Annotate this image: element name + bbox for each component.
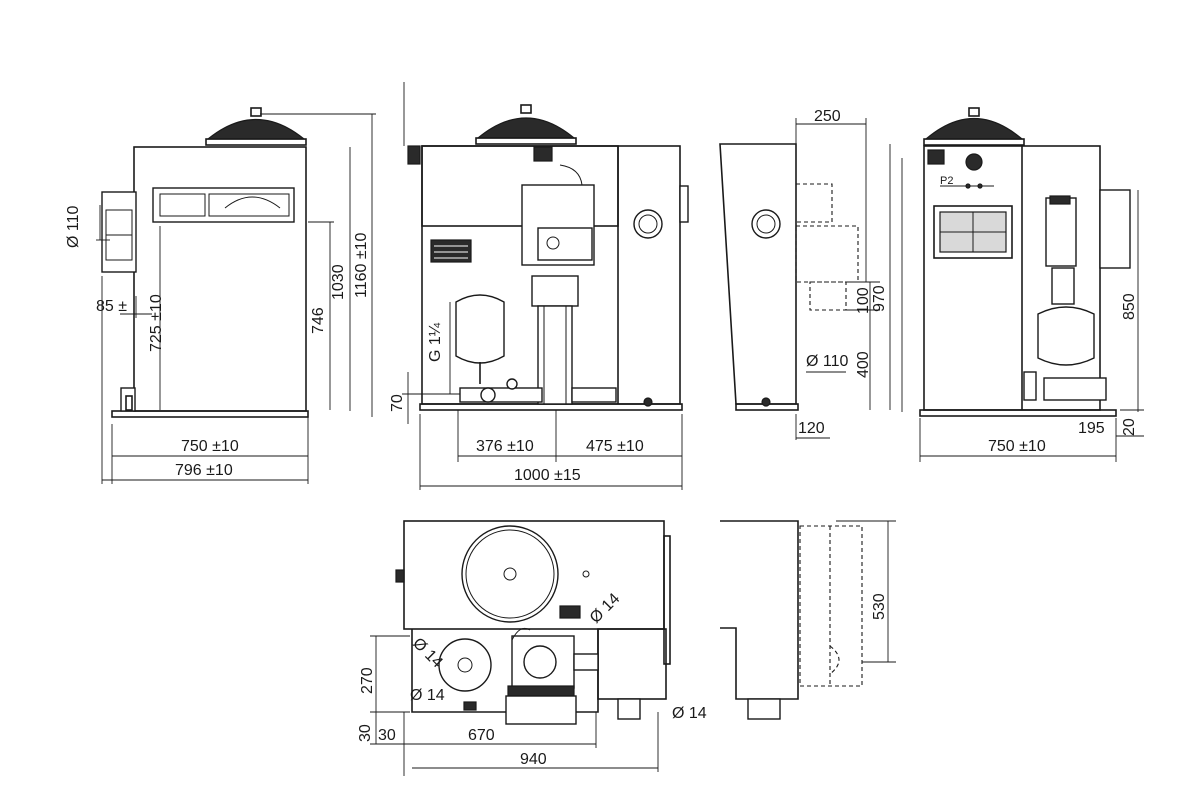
label-v1-85: 85 ±	[96, 298, 127, 315]
label-v4-850: 850	[1121, 293, 1138, 320]
view-top: 270 30 30 670 940 Ø 14 Ø 14 Ø 14 Ø 14	[357, 520, 707, 776]
label-v1-1160: 1160 ±10	[353, 232, 370, 298]
view-side-right: 250 100 Ø 110 400 970 120	[719, 108, 891, 440]
label-v4-195: 195	[1078, 420, 1105, 437]
label-t-d14c: Ø 14	[587, 590, 624, 627]
label-v4-p2: P2	[940, 175, 953, 187]
label-v1-725: 725 ±10	[148, 294, 165, 352]
label-t-d14d: Ø 14	[672, 705, 707, 722]
label-t-270: 270	[359, 667, 376, 694]
label-t-30b: 30	[378, 727, 396, 744]
label-v3-120: 120	[798, 420, 825, 437]
label-t-d14b: Ø 14	[410, 687, 445, 704]
label-v1-1030: 1030	[330, 264, 347, 300]
label-t-30a: 30	[357, 724, 374, 742]
label-v3-100: 100	[855, 287, 872, 314]
label-v2-475: 475 ±10	[586, 438, 644, 455]
label-v1-dia: Ø 110	[65, 206, 82, 249]
label-v2-70: 70	[389, 394, 406, 412]
label-v3-970: 970	[871, 285, 888, 312]
label-v1-796: 796 ±10	[175, 462, 233, 479]
view-rear: P2 850 750 ±10 195 20	[901, 107, 1144, 462]
label-v3-dia: Ø 110	[806, 353, 849, 370]
label-v3-250: 250	[814, 108, 841, 125]
view-side-left: Ø 110 85 ± 725 ±10 746 1030 1160 ±10 750…	[65, 107, 376, 484]
label-t-670: 670	[468, 727, 495, 744]
label-v2-376: 376 ±10	[476, 438, 534, 455]
view-front: G 1¼ 70 376 ±10 475 ±10 1000 ±15	[389, 82, 689, 490]
label-v4-750: 750 ±10	[988, 438, 1046, 455]
label-v4-20: 20	[1121, 418, 1138, 436]
label-t-940: 940	[520, 751, 547, 768]
label-v3-400: 400	[855, 351, 872, 378]
label-t-530: 530	[871, 593, 888, 620]
view-side-bottom: 530	[720, 520, 896, 720]
label-v2-g: G 1¼	[427, 322, 444, 362]
label-v1-750: 750 ±10	[181, 438, 239, 455]
label-v2-1000: 1000 ±15	[514, 467, 581, 484]
label-v1-746: 746	[310, 307, 327, 334]
